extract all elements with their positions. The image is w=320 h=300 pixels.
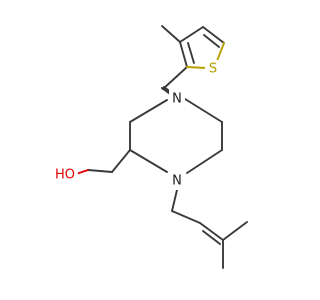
bond [171, 210, 201, 224]
nitrogen-bottom-label: N [172, 174, 182, 189]
atom-bg [169, 90, 185, 108]
bond [187, 42, 195, 64]
bond [186, 66, 207, 69]
bond [162, 66, 188, 90]
bond [203, 34, 220, 48]
hydroxyethyl-chain [75, 149, 131, 175]
atom-bg [169, 172, 185, 190]
piperazine-ring [129, 93, 223, 174]
bond [202, 230, 221, 245]
atom-bg [205, 60, 221, 78]
bond [111, 149, 131, 173]
sulfur-label: S [209, 62, 217, 77]
bond [171, 189, 178, 212]
bond [87, 169, 113, 173]
bond [129, 99, 168, 123]
bond [129, 149, 168, 173]
thiophene-ring [179, 26, 225, 69]
bond [216, 42, 225, 62]
hydroxyl-label: HO [55, 168, 75, 183]
atom-bg [52, 165, 78, 183]
structure-diagram: N N S HO [52, 25, 248, 269]
bond [161, 25, 181, 43]
bond [179, 41, 188, 68]
bond [202, 26, 225, 44]
bond [179, 26, 204, 43]
prenyl-chain [171, 189, 248, 269]
bond [186, 149, 223, 174]
bond [222, 221, 248, 241]
bond [199, 222, 224, 241]
nitrogen-top-label: N [172, 92, 182, 107]
